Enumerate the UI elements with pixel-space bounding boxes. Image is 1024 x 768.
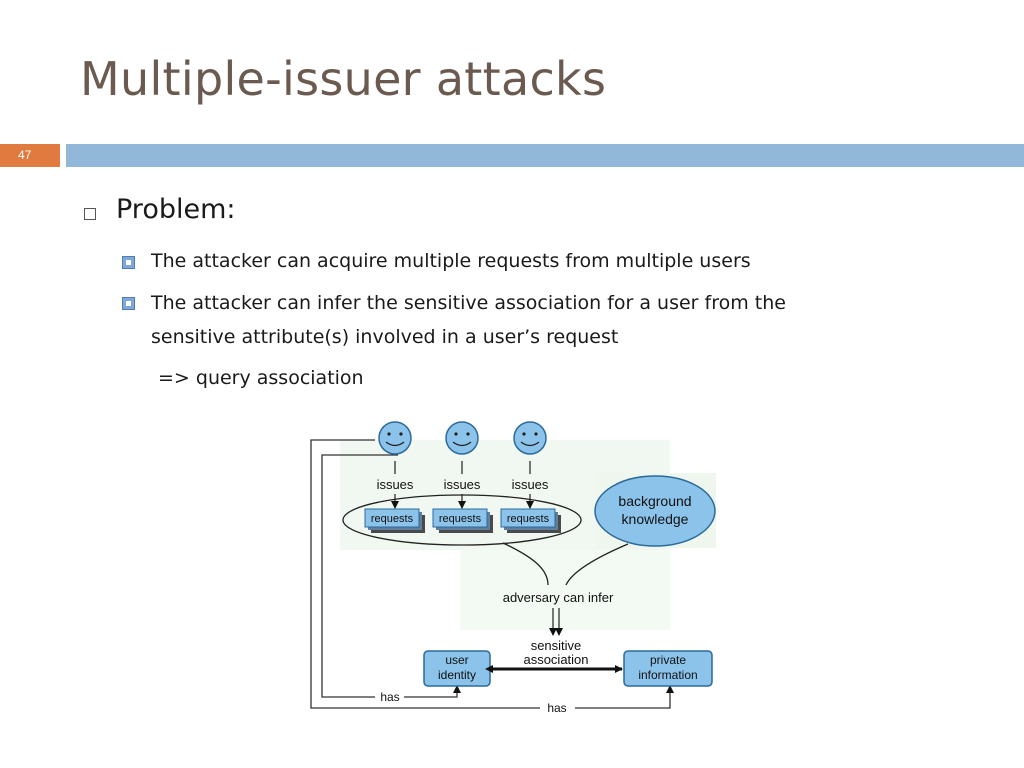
background-label-2: knowledge xyxy=(622,511,689,527)
requests-group-ellipse xyxy=(342,494,582,546)
has-label-outer: has xyxy=(547,701,566,715)
infer-curve-left xyxy=(502,542,549,586)
title-rule-bar xyxy=(66,144,1024,167)
user-face-icon xyxy=(445,421,479,455)
private-info-label-1: private xyxy=(650,653,686,667)
has-line-inner xyxy=(321,454,398,698)
slide-title: Multiple-issuer attacks xyxy=(80,52,607,106)
requests-label: requests xyxy=(371,513,414,525)
request-stack: requests xyxy=(364,508,425,533)
sub-bullet-2-line2: sensitive attribute(s) involved in a use… xyxy=(151,326,619,348)
sub-bullet-icon xyxy=(122,256,135,269)
requests-label: requests xyxy=(439,513,482,525)
user-identity-label-1: user xyxy=(445,653,468,667)
user-face-icon xyxy=(378,421,412,455)
has-label-inner: has xyxy=(380,690,399,704)
issues-label: issues xyxy=(377,477,414,492)
request-stack: requests xyxy=(500,508,561,533)
sensitive-label-1: sensitive xyxy=(531,638,582,653)
sub-bullet-2-line1: The attacker can infer the sensitive ass… xyxy=(151,292,786,314)
issues-label: issues xyxy=(512,477,549,492)
requests-label: requests xyxy=(507,513,550,525)
background-knowledge-node xyxy=(594,475,716,547)
infer-curve-right xyxy=(565,543,629,586)
issues-label: issues xyxy=(444,477,481,492)
has-line-outer xyxy=(310,439,540,709)
slide-number: 47 xyxy=(18,148,32,162)
background-label-1: background xyxy=(618,493,691,509)
square-bullet-icon xyxy=(84,208,96,220)
request-stack: requests xyxy=(432,508,493,533)
adversary-infer-label: adversary can infer xyxy=(503,590,614,605)
has-arrow-private xyxy=(575,685,674,709)
sub-bullet-1: The attacker can acquire multiple reques… xyxy=(151,250,751,272)
private-info-label-2: information xyxy=(638,668,697,682)
user-identity-label-2: identity xyxy=(438,668,476,682)
sensitive-label-2: association xyxy=(523,652,588,667)
slide-number-badge xyxy=(0,144,60,167)
private-information-node xyxy=(623,650,713,687)
has-arrow-user xyxy=(404,685,461,698)
user-face-icon xyxy=(513,421,547,455)
query-association-note: => query association xyxy=(158,367,364,389)
sub-bullet-icon xyxy=(122,297,135,310)
bullet-problem: Problem: xyxy=(116,194,236,225)
